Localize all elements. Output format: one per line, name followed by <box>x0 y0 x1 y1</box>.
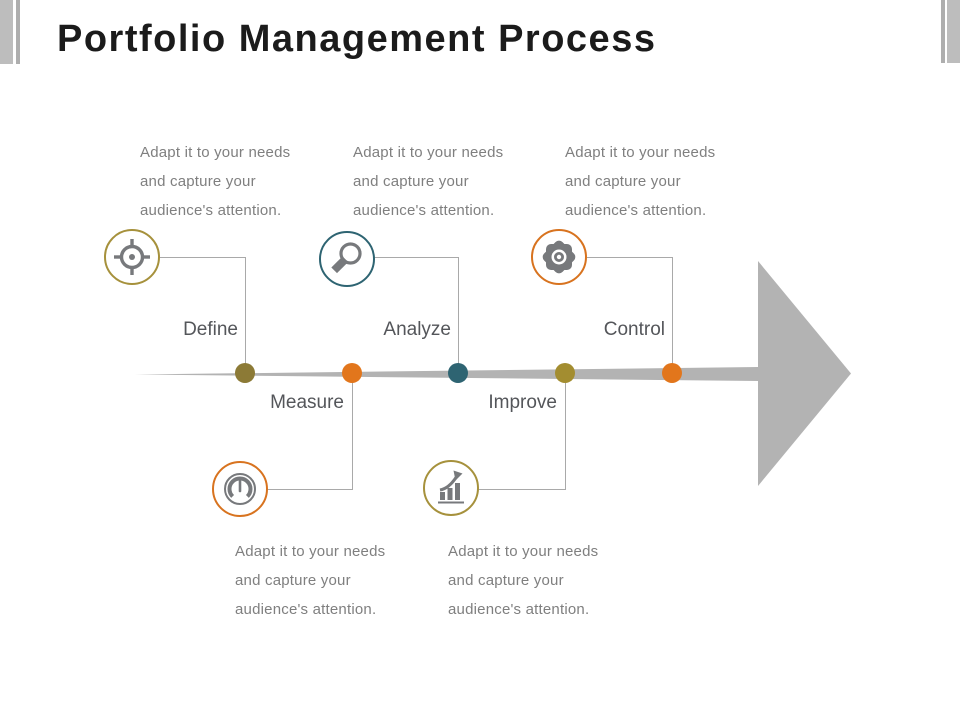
connector-improve-h <box>478 489 565 490</box>
improve-icon-circle <box>423 460 479 516</box>
stage-label-define: Define <box>183 319 238 340</box>
control-icon-circle <box>531 229 587 285</box>
milestone-dot-define <box>235 363 255 383</box>
stage-label-measure: Measure <box>270 392 344 413</box>
define-icon-circle <box>104 229 160 285</box>
connector-control-h <box>587 257 672 258</box>
milestone-dot-measure <box>342 363 362 383</box>
crosshair-target-icon <box>114 239 150 275</box>
connector-control-v <box>672 257 673 373</box>
connector-measure-v <box>352 373 353 490</box>
stage-label-improve: Improve <box>488 392 557 413</box>
connector-define-h <box>160 257 245 258</box>
stage-label-analyze: Analyze <box>383 319 451 340</box>
left-corner-bar-thin <box>16 0 20 64</box>
description-improve: Adapt it to your needs and capture your … <box>448 543 599 618</box>
stage-label-control: Control <box>603 319 665 340</box>
milestone-dot-analyze <box>448 363 468 383</box>
connector-improve-v <box>565 373 566 490</box>
page-title: Portfolio Management Process <box>57 18 657 60</box>
right-corner-bar-thin <box>941 0 945 63</box>
description-measure: Adapt it to your needs and capture your … <box>235 543 386 618</box>
description-control: Adapt it to your needs and capture your … <box>565 144 716 219</box>
milestone-dot-improve <box>555 363 575 383</box>
connector-analyze-h <box>373 257 458 258</box>
connector-measure-h <box>267 489 352 490</box>
connector-analyze-v <box>458 257 459 373</box>
milestone-dot-control <box>662 363 682 383</box>
left-corner-bar-wide <box>0 0 13 64</box>
magnifier-icon <box>331 242 362 274</box>
gauge-icon <box>224 473 256 505</box>
description-analyze: Adapt it to your needs and capture your … <box>353 144 504 219</box>
connector-define-v <box>245 257 246 373</box>
measure-icon-circle <box>212 461 268 517</box>
right-corner-bar-wide <box>947 0 960 63</box>
bar-chart-growth-icon <box>438 470 464 504</box>
analyze-icon-circle <box>319 231 375 287</box>
description-define: Adapt it to your needs and capture your … <box>140 144 291 219</box>
gear-icon <box>542 240 576 274</box>
